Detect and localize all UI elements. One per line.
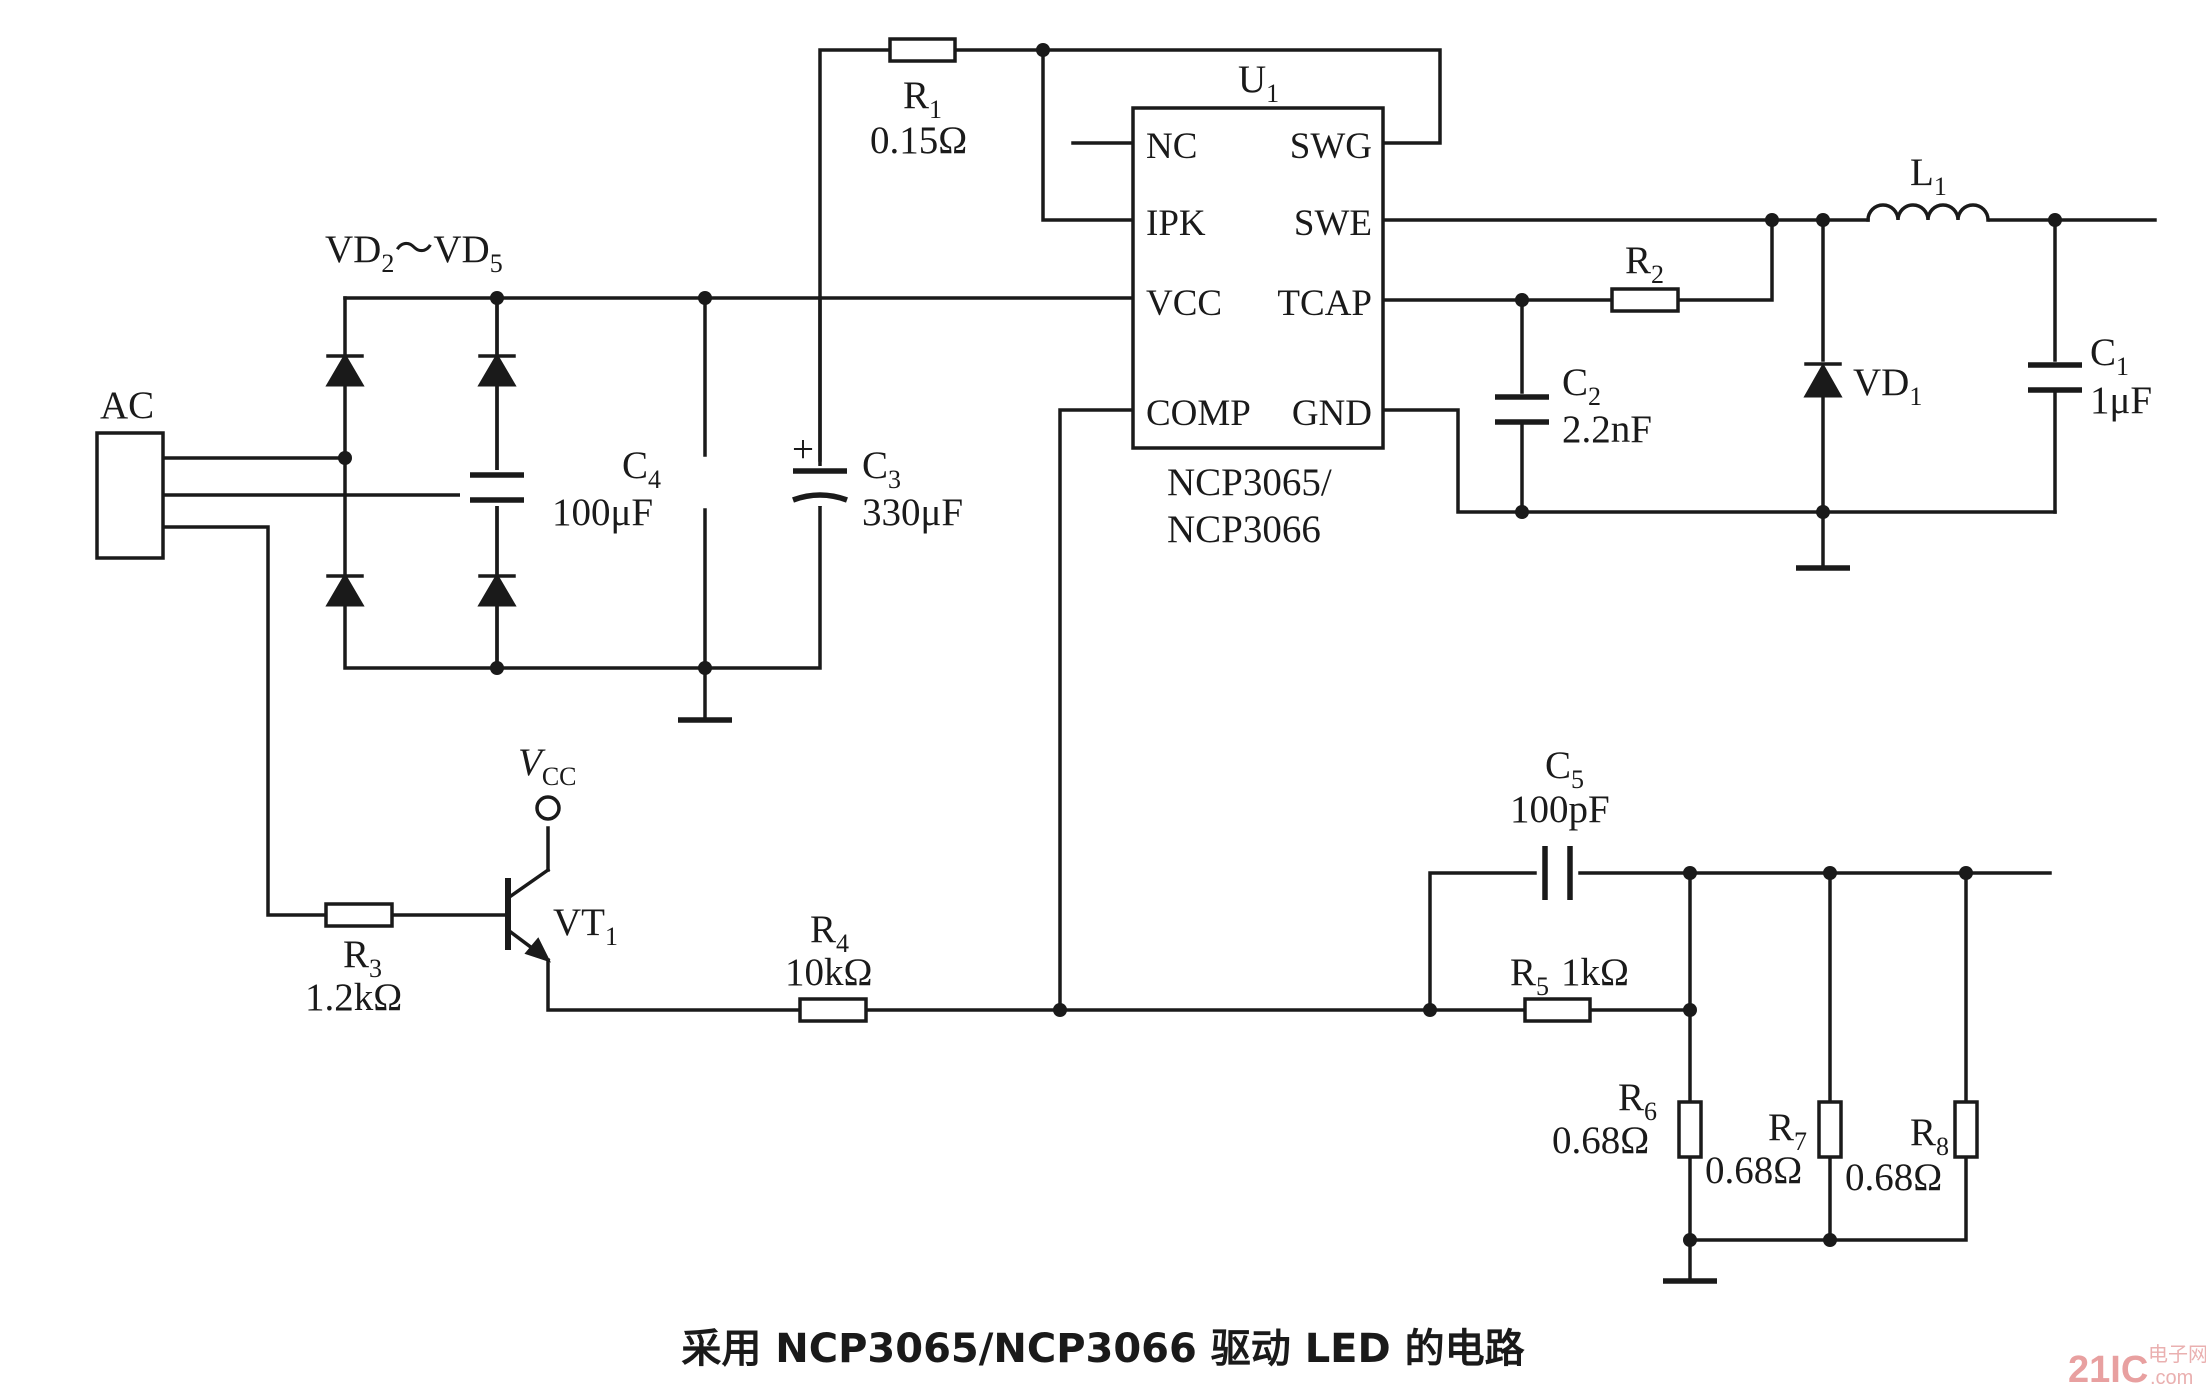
- resistor-r6: R6 0.68Ω: [1552, 1076, 1703, 1162]
- ac-label: AC: [100, 384, 154, 427]
- junction-dots: [338, 43, 2062, 1247]
- c4-ref: C4: [622, 444, 661, 494]
- c2-ref: C2: [1562, 361, 1601, 411]
- c3-ref: C3: [862, 444, 901, 494]
- u1-part-line1: NCP3065/: [1167, 461, 1332, 504]
- capacitor-c1: C1 1μF: [2028, 331, 2152, 422]
- c5-value: 100pF: [1510, 788, 1610, 831]
- pin-swe: SWE: [1294, 203, 1372, 244]
- pin-ipk: IPK: [1146, 203, 1206, 244]
- c3-value: 330μF: [862, 491, 963, 534]
- c5-ref: C5: [1545, 744, 1584, 794]
- c1-value: 1μF: [2090, 379, 2152, 422]
- inductor-l1: L1: [1866, 151, 1990, 222]
- u1-part-line2: NCP3066: [1167, 508, 1321, 551]
- pin-comp: COMP: [1146, 393, 1251, 434]
- watermark-brand: 21IC: [2068, 1349, 2148, 1391]
- watermark-logo: 21IC 电子网 .com: [2068, 1343, 2206, 1391]
- resistor-r8: R8 0.68Ω: [1845, 1100, 1979, 1199]
- ground-symbols: [678, 565, 1850, 1284]
- u1-ref: U1: [1238, 58, 1279, 108]
- resistor-r3: R3 1.2kΩ: [305, 902, 402, 1019]
- resistor-r1: R1 0.15Ω: [870, 37, 967, 162]
- pin-vcc: VCC: [1146, 283, 1222, 324]
- r3-ref: R3: [343, 933, 382, 983]
- diode-icon: [1803, 362, 1843, 398]
- capacitor-c5: C5 100pF: [1510, 744, 1610, 900]
- r1-ref: R1: [903, 74, 942, 124]
- transistor-vt1: VCC VT1: [505, 741, 618, 963]
- watermark-sub1: 电子网: [2148, 1343, 2206, 1366]
- diode-vd1: VD1: [1803, 361, 1922, 411]
- vcc-label: VCC: [518, 741, 577, 791]
- resistor-r4: R4 10kΩ: [785, 908, 872, 1023]
- c1-ref: C1: [2090, 331, 2129, 381]
- r6-ref: R6: [1618, 1076, 1657, 1126]
- l1-ref: L1: [1910, 151, 1947, 201]
- capacitor-c2: C2 2.2nF: [1495, 361, 1652, 451]
- bridge-rectifier: VD2～VD5: [325, 228, 517, 607]
- r7-value: 0.68Ω: [1705, 1149, 1802, 1192]
- capacitor-c4: C4 100μF: [460, 296, 661, 670]
- r7-ref: R7: [1768, 1106, 1807, 1156]
- r8-ref: R8: [1910, 1111, 1949, 1161]
- r8-value: 0.68Ω: [1845, 1156, 1942, 1199]
- bridge-label: VD2～VD5: [325, 228, 503, 278]
- resistor-r2: R2: [1610, 239, 1680, 313]
- c4-value: 100μF: [552, 491, 653, 534]
- r6-value: 0.68Ω: [1552, 1119, 1649, 1162]
- vd1-ref: VD1: [1853, 361, 1922, 411]
- r3-value: 1.2kΩ: [305, 976, 402, 1019]
- ic-u1: U1 NC IPK VCC COMP SWG SWE TCAP GND NCP3…: [1131, 58, 1385, 551]
- wires: [161, 48, 2157, 1282]
- c3-polarity: +: [792, 428, 814, 471]
- r4-value: 10kΩ: [785, 951, 872, 994]
- pin-tcap: TCAP: [1277, 283, 1372, 324]
- vcc-terminal-icon: [535, 795, 561, 821]
- r2-ref: R2: [1625, 239, 1664, 289]
- r4-ref: R4: [810, 908, 849, 958]
- pin-nc: NC: [1146, 126, 1197, 167]
- capacitor-c3: + C3 330μF: [785, 428, 963, 534]
- figure-caption: 采用 NCP3065/NCP3066 驱动 LED 的电路: [681, 1326, 1525, 1372]
- vt1-ref: VT1: [553, 901, 618, 951]
- resistor-r7: R7 0.68Ω: [1705, 1100, 1843, 1192]
- diode-icon: [325, 353, 365, 387]
- c2-value: 2.2nF: [1562, 408, 1652, 451]
- pin-gnd: GND: [1292, 393, 1372, 434]
- pin-swg: SWG: [1290, 126, 1372, 167]
- watermark-sub2: .com: [2150, 1367, 2193, 1389]
- diode-icon: [325, 573, 365, 607]
- ac-source: AC: [95, 384, 165, 560]
- r1-value: 0.15Ω: [870, 119, 967, 162]
